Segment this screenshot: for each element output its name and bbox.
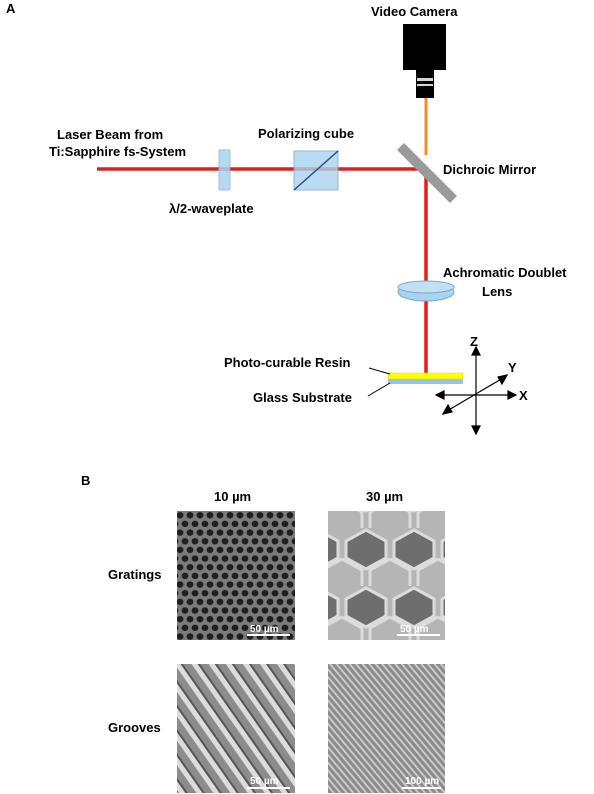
axis-y-label: Y <box>508 360 517 375</box>
waveplate-label: λ/2-waveplate <box>169 201 254 216</box>
achromatic-lens-icon <box>397 280 455 302</box>
sem-image-gratings-30um: 50 µm <box>328 511 445 640</box>
column-header-10um: 10 µm <box>214 489 251 504</box>
resin-label: Photo-curable Resin <box>224 355 350 370</box>
panel-b-letter: B <box>81 473 90 488</box>
xyz-axes-icon <box>434 345 518 436</box>
column-header-30um: 30 µm <box>366 489 403 504</box>
sem-image-gratings-10um: 50 µm <box>177 511 295 640</box>
sem-image-grooves-30um: 100 µm <box>328 664 445 793</box>
substrate-leader-line <box>367 382 391 397</box>
dichroic-mirror-label: Dichroic Mirror <box>443 162 536 177</box>
resin-leader-line <box>368 367 391 375</box>
scale-bar-label: 100 µm <box>405 776 439 787</box>
dichroic-mirror-icon <box>397 143 457 203</box>
row-label-gratings: Gratings <box>108 567 161 582</box>
resin-layer <box>387 372 464 380</box>
axis-x-label: X <box>519 388 528 403</box>
scale-bar-label: 50 µm <box>250 776 279 787</box>
polarizing-cube-icon <box>293 150 339 191</box>
panel-a-letter: A <box>6 1 16 16</box>
lens-label-line1: Achromatic Doublet <box>443 265 567 280</box>
glass-substrate-layer <box>388 379 463 384</box>
laser-source-label-line2: Ti:Sapphire fs-System <box>49 144 186 159</box>
video-camera-icon <box>403 24 446 98</box>
polarizing-cube-label: Polarizing cube <box>258 126 354 141</box>
video-camera-label: Video Camera <box>371 4 458 19</box>
sem-image-grooves-10um: 50 µm <box>177 664 295 793</box>
axis-z-label: Z <box>470 334 478 349</box>
scale-bar-label: 50 µm <box>250 624 279 635</box>
lens-label-line2: Lens <box>482 284 512 299</box>
substrate-label: Glass Substrate <box>253 390 352 405</box>
scale-bar-label: 50 µm <box>400 624 429 635</box>
laser-source-label-line1: Laser Beam from <box>57 127 163 142</box>
waveplate-icon <box>218 149 231 191</box>
row-label-grooves: Grooves <box>108 720 161 735</box>
